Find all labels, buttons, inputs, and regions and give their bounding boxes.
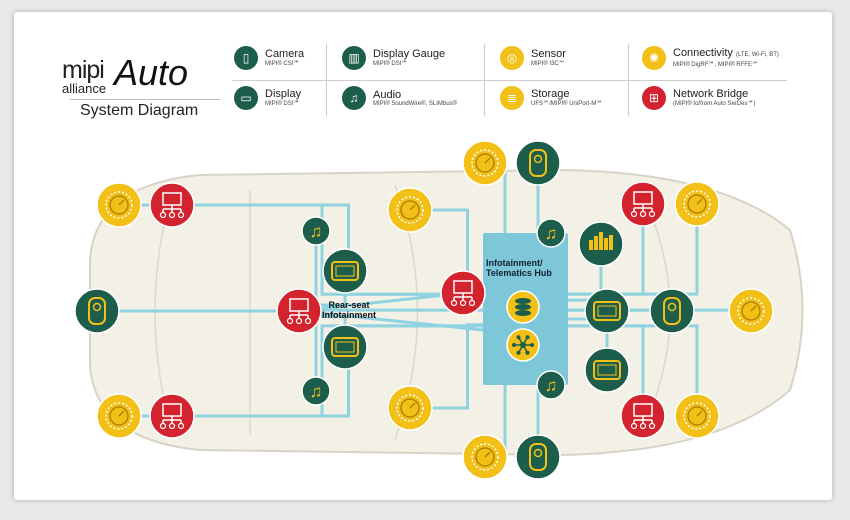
logo-auto: Auto: [114, 52, 189, 93]
audio-icon: ♫: [301, 376, 331, 406]
network-bridge-icon: ⊞: [642, 86, 666, 110]
svg-text:♫: ♫: [310, 382, 323, 401]
divider: [70, 99, 220, 100]
display-gauge-icon: [578, 221, 624, 267]
sensor-icon: ◎: [500, 46, 524, 70]
display-icon: [322, 324, 368, 370]
rear-seat-label: Rear-seat Infotainment: [322, 300, 376, 320]
display-gauge-icon: ▥: [342, 46, 366, 70]
legend-item-network-bridge: ⊞ Network Bridge (MIPI® to/from Auto Ser…: [642, 86, 756, 110]
sensor-icon: [387, 187, 433, 233]
legend-subtitle: MIPI® CSI℠: [265, 61, 300, 67]
display-icon: [584, 347, 630, 393]
page-title: System Diagram: [80, 102, 199, 119]
system-diagram: ♫ ♫ ♫ ♫: [74, 140, 804, 480]
svg-text:♫: ♫: [545, 224, 558, 243]
network-bridge-icon: [149, 182, 195, 228]
network-bridge-icon: [149, 393, 195, 439]
legend-item-display: ▭ Display MIPI® DSI℠: [234, 86, 301, 110]
legend-title: Connectivity: [673, 47, 733, 59]
legend-subtitle: MIPI® DigRF℠, MIPI® RFFE℠: [673, 62, 759, 68]
storage-icon: ≣: [500, 86, 524, 110]
connectivity-icon: [506, 328, 540, 362]
legend-title: Display Gauge: [373, 48, 446, 60]
hub-label: Infotainment/ Telematics Hub: [486, 258, 552, 278]
logo-mipi: mipi: [62, 56, 105, 84]
sensor-icon: [674, 393, 720, 439]
display-icon: [322, 248, 368, 294]
audio-icon: ♫: [342, 86, 366, 110]
audio-icon: ♫: [301, 216, 331, 246]
diagram-frame: mipi alliance Auto System Diagram ▯ Came…: [14, 12, 832, 500]
legend-item-display-gauge: ▥ Display Gauge MIPI® DSI℠: [342, 46, 445, 70]
legend-subtitle: MIPI® I3C℠: [531, 61, 565, 67]
storage-icon: [506, 290, 540, 324]
legend-subtitle: MIPI® DSI℠: [265, 101, 300, 107]
audio-icon: ♫: [536, 370, 566, 400]
camera-icon: [515, 140, 561, 186]
legend-subtitle: MIPI® DSI℠: [373, 61, 408, 67]
display-icon: [584, 288, 630, 334]
network-bridge-icon: [620, 181, 666, 227]
svg-text:♫: ♫: [310, 222, 323, 241]
legend-title: Network Bridge: [673, 88, 749, 100]
legend-title: Camera: [265, 48, 305, 60]
sensor-icon: [387, 385, 433, 431]
legend-subtitle: MIPI® SoundWire®, SLIMbus®: [373, 100, 457, 107]
legend-item-camera: ▯ Camera MIPI® CSI℠: [234, 46, 304, 70]
network-bridge-icon: [620, 393, 666, 439]
sensor-icon: [674, 181, 720, 227]
connection-line: [298, 291, 484, 332]
network-bridge-icon: [276, 288, 322, 334]
legend-title: Display: [265, 88, 302, 100]
logo-alliance: alliance: [62, 81, 107, 96]
legend-item-connectivity: ✺ Connectivity (LTE, Wi-Fi, BT) MIPI® Di…: [642, 46, 779, 70]
legend-item-storage: ≣ Storage UFS℠/MIPI® UniPort-M℠: [500, 86, 602, 110]
camera-icon: [74, 288, 120, 334]
camera-icon: ▯: [234, 46, 258, 70]
camera-icon: [515, 434, 561, 480]
legend-note: (LTE, Wi-Fi, BT): [735, 52, 779, 58]
camera-icon: [649, 288, 695, 334]
legend-title: Sensor: [531, 48, 566, 60]
sensor-icon: [462, 140, 508, 186]
sensor-icon: [728, 288, 774, 334]
legend-item-sensor: ◎ Sensor MIPI® I3C℠: [500, 46, 566, 70]
legend-title: Audio: [373, 88, 402, 101]
legend-subtitle: UFS℠/MIPI® UniPort-M℠: [531, 101, 603, 107]
network-bridge-icon: [440, 270, 486, 316]
display-icon: ▭: [234, 86, 258, 110]
audio-icon: ♫: [536, 218, 566, 248]
legend-item-audio: ♫ Audio MIPI® SoundWire®, SLIMbus®: [342, 86, 457, 110]
svg-text:♫: ♫: [545, 376, 558, 395]
sensor-icon: [96, 182, 142, 228]
sensor-icon: [96, 393, 142, 439]
connectivity-icon: ✺: [642, 46, 666, 70]
legend-title: Storage: [531, 88, 570, 100]
sensor-icon: [462, 434, 508, 480]
legend-subtitle: (MIPI® to/from Auto SerDes℠): [673, 101, 756, 107]
divider: [232, 80, 787, 81]
